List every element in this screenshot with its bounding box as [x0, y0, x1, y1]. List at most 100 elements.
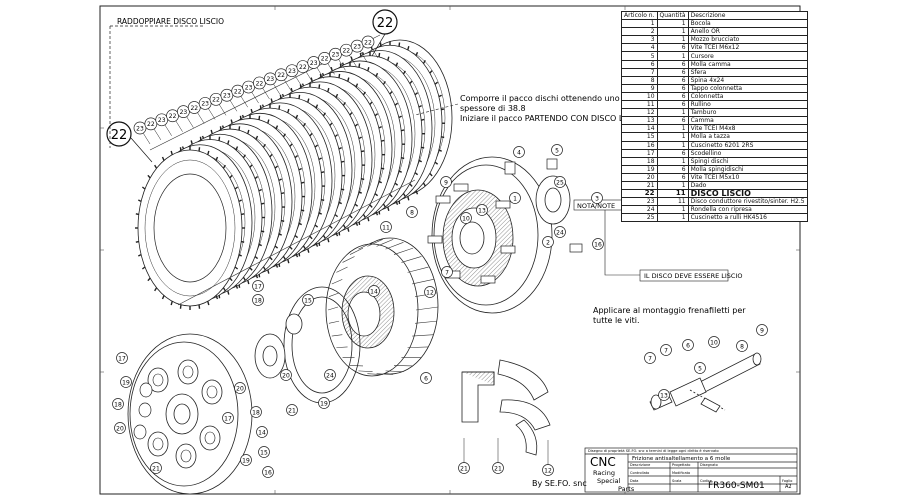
hub-tooth — [407, 346, 429, 348]
part-balloon: 18 — [252, 294, 264, 306]
drawing-number: FR360-SM01 — [708, 481, 765, 491]
balloon-number: 11 — [382, 224, 390, 231]
bom-cell-desc: Spingi dischi — [687, 156, 808, 166]
balloon-number: 19 — [122, 379, 130, 386]
title-field-label: Progettato — [672, 463, 690, 467]
note-frenafiletti-2: tutte le viti. — [593, 316, 640, 325]
balloon-number: 18 — [114, 401, 122, 408]
part-balloon: 19 — [240, 454, 252, 466]
balloon-number: 10 — [710, 339, 718, 346]
balloon-number: 19 — [320, 400, 328, 407]
bom-cell-desc: Rullino — [687, 100, 808, 110]
bom-cell-desc: Molla a tazza — [687, 132, 808, 142]
part-balloon: 22 — [187, 101, 205, 124]
balloon-number: 18 — [254, 297, 262, 304]
title-field-label: Controllato — [630, 471, 649, 475]
bom-cell-desc: Molla camma — [687, 59, 808, 69]
balloon-number: 14 — [258, 429, 266, 436]
hub-tooth — [328, 292, 340, 297]
nota-note-label: NOTA/NOTE — [577, 202, 615, 210]
bom-cell-item: 15 — [621, 132, 658, 142]
bom-cell-desc: Bocola — [687, 19, 808, 29]
spring-cup — [147, 367, 169, 393]
bom-cell-qty: 6 — [656, 172, 689, 182]
bush-part — [254, 175, 571, 379]
part-balloon: 9 — [440, 176, 452, 188]
part-balloon: 22 — [361, 35, 379, 59]
bom-header-row: Articolo n. Quantità Descrizione — [621, 10, 808, 21]
bom-cell-desc: Vite TCEI M4x8 — [687, 124, 808, 134]
bom-cell-qty: 6 — [656, 100, 689, 110]
part-balloon: 20 — [114, 422, 126, 434]
balloon-number: 7 — [664, 347, 668, 354]
bom-cell-desc: Sfera — [687, 67, 808, 77]
balloon-number: 21 — [460, 465, 468, 472]
bom-cell-qty: 1 — [656, 132, 689, 142]
logo-sub2: Special — [597, 477, 621, 485]
part-balloon: 13 — [658, 389, 670, 401]
balloon-number: 23 — [353, 43, 361, 50]
bom-cell-qty: 11 — [656, 189, 689, 199]
hub-tooth — [412, 279, 434, 285]
part-balloon: 22 — [274, 68, 292, 91]
basket-post — [480, 275, 496, 284]
bom-cell-item: 18 — [621, 156, 658, 166]
balloon-number: 22 — [364, 39, 372, 46]
basket-post — [427, 235, 443, 244]
logo-sub3: Parts — [618, 485, 635, 493]
bom-cell-desc: Spina 4x24 — [687, 75, 808, 85]
bom-cell-qty: 1 — [656, 213, 689, 223]
hub-tooth — [412, 334, 434, 337]
part-balloon: 23 — [263, 72, 281, 95]
part-balloon: 23 — [329, 47, 346, 71]
bom-cell-item: 23 — [621, 197, 658, 207]
balloon-number: 22 — [147, 121, 155, 128]
bom-cell-item: 10 — [621, 91, 658, 102]
bom-cell-qty: 1 — [656, 140, 689, 150]
balloon-number: 22 — [256, 80, 264, 87]
bom-cell-desc: Anello OR — [687, 27, 808, 37]
spring-cup — [147, 431, 169, 457]
hub-tooth — [331, 279, 343, 285]
bom-cell-qty: 1 — [656, 205, 689, 215]
title-field-label: Modificato — [672, 471, 690, 475]
balloon-number: 23 — [310, 60, 318, 67]
bom-cell-item: 2 — [621, 27, 658, 37]
part-balloon: 13 — [476, 204, 488, 216]
balloon-number: 1 — [513, 195, 517, 202]
basket-post — [500, 245, 516, 254]
bom-cell-qty: 6 — [656, 83, 689, 93]
hub-tooth — [401, 256, 422, 263]
part-balloon: 7 — [644, 352, 656, 364]
balloon-22-large-left-text: 22 — [111, 128, 128, 143]
spring-cup — [201, 379, 223, 405]
part-balloon: 5 — [694, 362, 706, 374]
note-comporre-1: Comporre il pacco dischi ottenendo uno — [460, 94, 620, 103]
balloon-number: 17 — [224, 415, 232, 422]
bom-cell-item: 14 — [621, 124, 658, 134]
bom-cell-item: 11 — [621, 100, 658, 110]
balloon-number: 14 — [370, 288, 378, 295]
bom-cell-item: 22 — [621, 189, 658, 199]
hub-tooth — [328, 320, 340, 324]
balloon-number: 16 — [264, 469, 272, 476]
part-balloon: 22 — [339, 43, 357, 67]
bom-cell-qty: 6 — [656, 75, 689, 85]
bom-cell-qty: 6 — [656, 43, 689, 53]
bom-cell-qty: 1 — [656, 108, 689, 118]
hub-tooth — [349, 247, 364, 255]
bom-cell-qty: 1 — [656, 124, 689, 134]
logo-text: CNC — [590, 455, 616, 469]
part-balloon: 12 — [424, 286, 436, 298]
balloon-number: 25 — [556, 179, 564, 186]
